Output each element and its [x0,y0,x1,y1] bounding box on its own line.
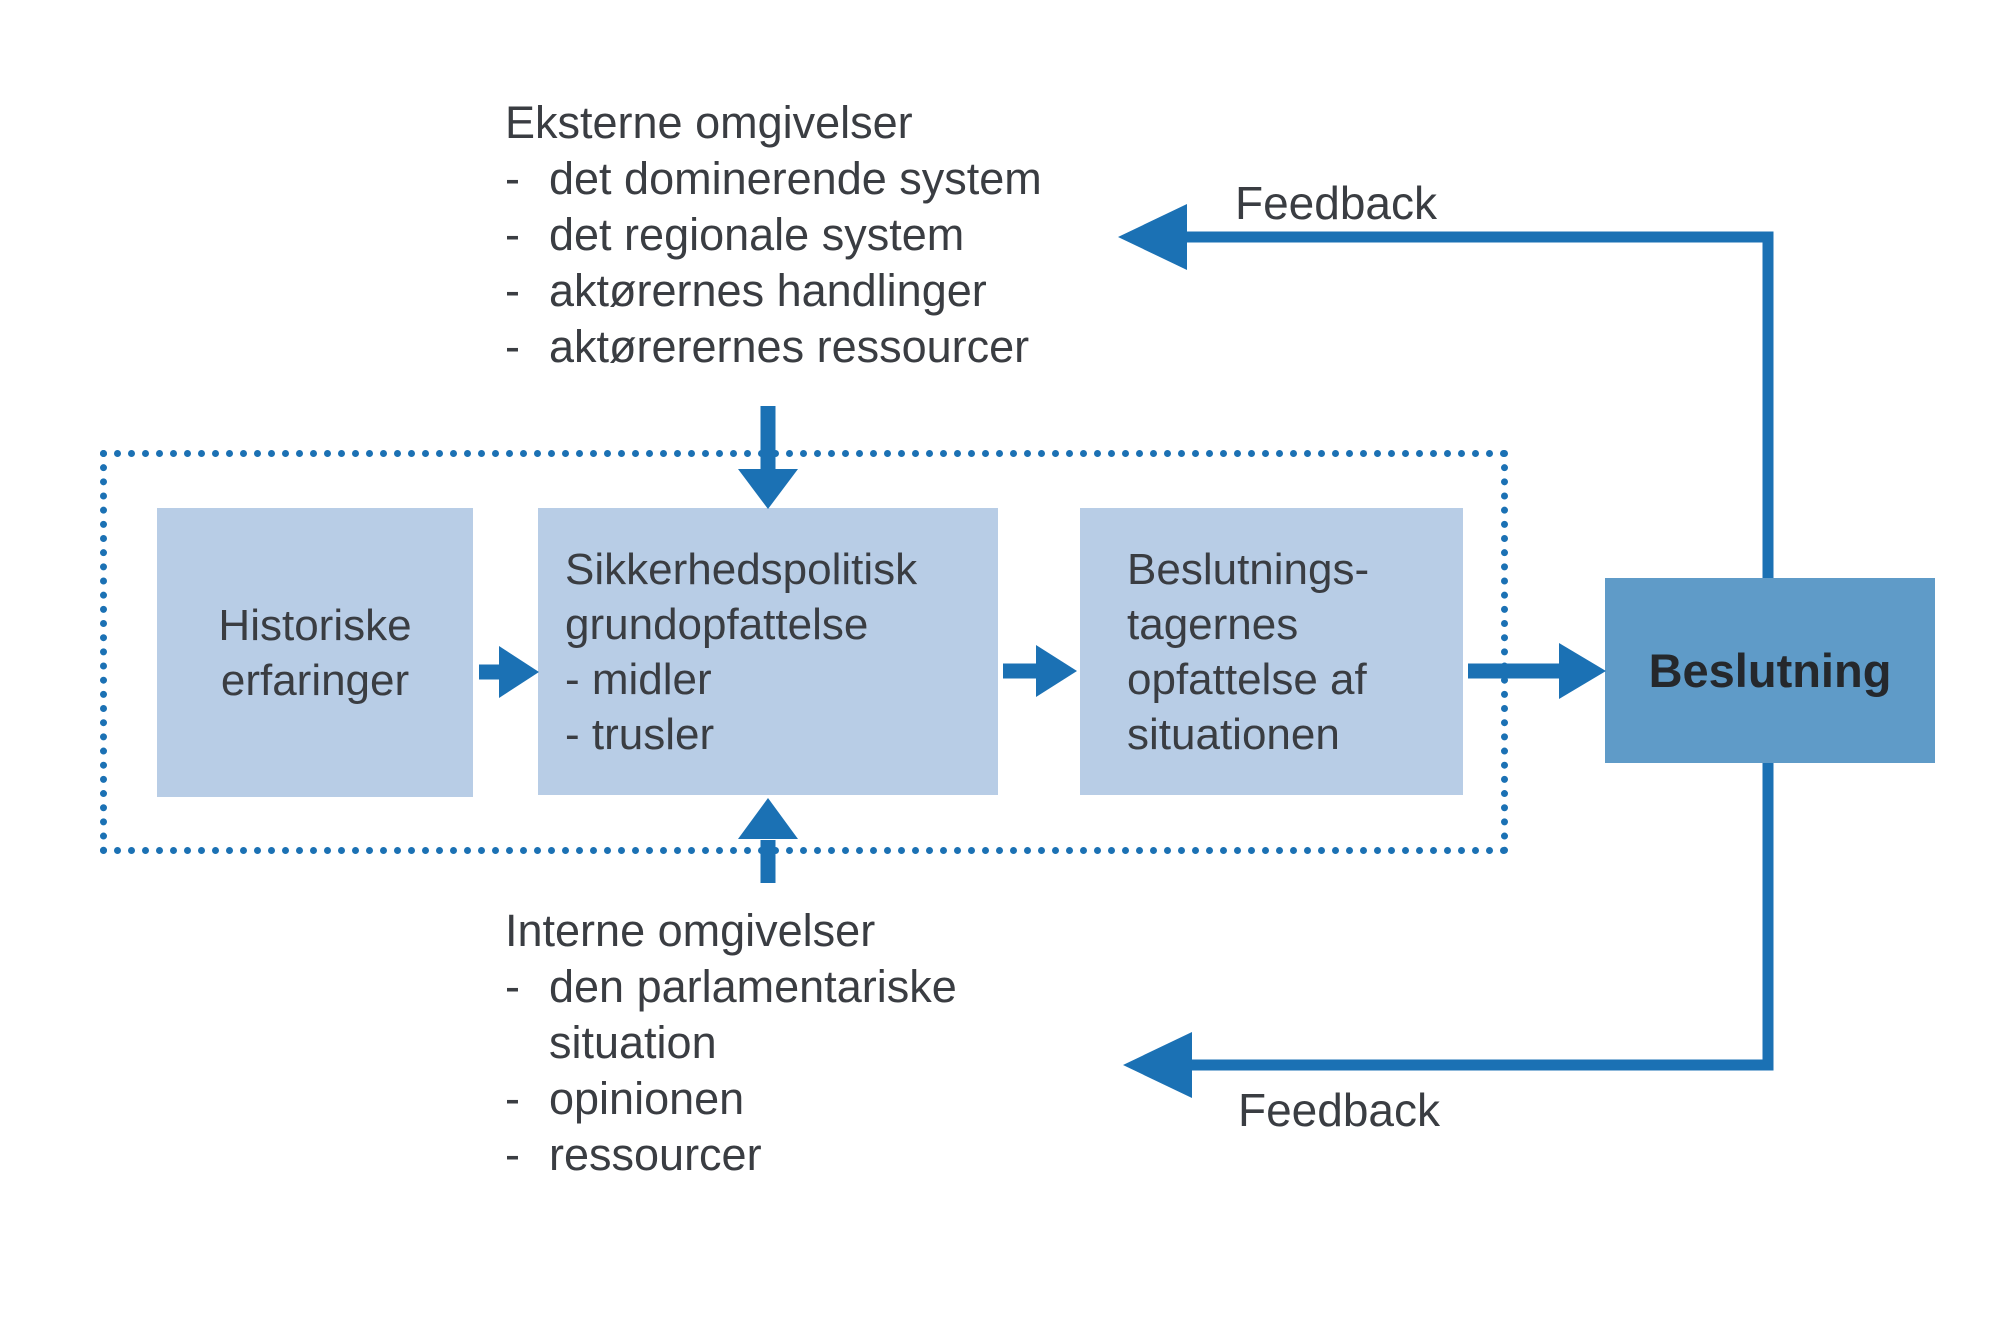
feedback-bottom-arrowhead-icon [1123,1032,1192,1098]
external-env-item-text: det dominerende system [549,153,1042,204]
internal-env-item-text: ressourcer [549,1129,762,1180]
internal-env-item-text: opinionen [549,1073,745,1124]
internal-env-block: Interne omgivelser - den parlamentariske… [505,903,1019,1183]
internal-env-item: - ressourcer [505,1127,1019,1183]
box-security-policy-perception: Sikkerhedspolitisk grundopfattelse - mid… [538,508,998,795]
box-line: tagernes [1127,599,1299,649]
bullet-dash: - [505,961,520,1012]
box-line: situationen [1127,709,1340,759]
bullet-dash: - [505,321,520,372]
bullet-dash: - [505,209,520,260]
external-env-block: Eksterne omgivelser - det dominerende sy… [505,95,1042,375]
external-env-item-text: det regionale system [549,209,965,260]
box-line: - trusler [565,709,715,759]
box-decisionmakers-perception: Beslutnings- tagernes opfattelse af situ… [1080,508,1463,795]
bullet-dash: - [505,1129,520,1180]
internal-env-item: - den parlamentariske situation [505,959,1019,1071]
bullet-dash: - [505,1073,520,1124]
box-line: opfattelse af [1127,654,1367,704]
external-env-item-text: aktørerernes ressourcer [549,321,1030,372]
feedback-top-label: Feedback [1235,177,1438,229]
feedback-top-arrowhead-icon [1118,204,1187,270]
internal-env-item-text: den parlamentariske situation [549,961,957,1068]
arrow-perception-to-decision-head-icon [1559,643,1606,699]
bullet-dash: - [505,265,520,316]
external-env-item-text: aktørernes handlinger [549,265,987,316]
external-env-item: - aktørerernes ressourcer [505,319,1042,375]
box-line: Historiske [218,600,412,650]
box-historical-experiences: Historiske erfaringer [157,508,473,797]
external-env-item: - det regionale system [505,207,1042,263]
internal-env-item: - opinionen [505,1071,1019,1127]
box-decision: Beslutning [1605,578,1935,763]
decision-label: Beslutning [1648,644,1892,697]
box-line: Sikkerhedspolitisk [565,544,918,594]
internal-env-title: Interne omgivelser [505,905,876,956]
box-line: erfaringer [220,655,410,705]
feedback-bottom-label: Feedback [1238,1084,1441,1136]
external-env-title: Eksterne omgivelser [505,97,913,148]
box-line: grundopfattelse [565,599,869,649]
box-line: - midler [565,654,712,704]
external-env-item: - det dominerende system [505,151,1042,207]
system-boundary-dashed-box [100,450,1508,854]
external-env-item: - aktørernes handlinger [505,263,1042,319]
box-line: Beslutnings- [1127,544,1370,594]
bullet-dash: - [505,153,520,204]
